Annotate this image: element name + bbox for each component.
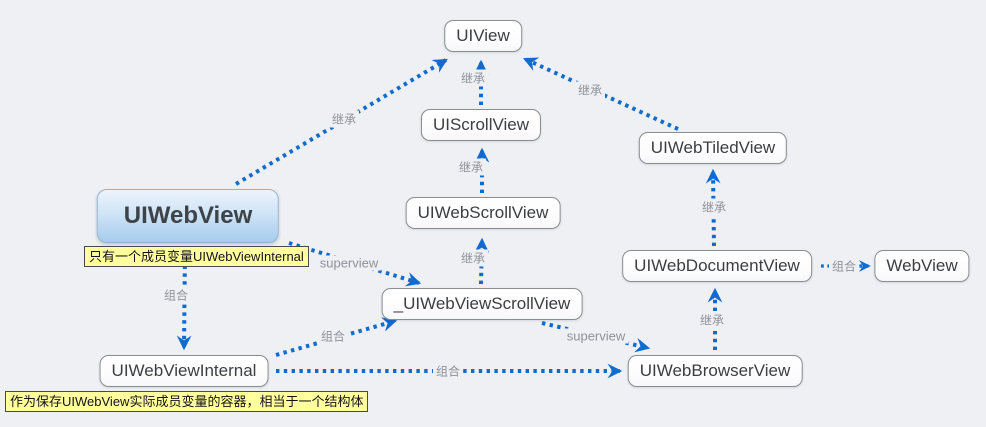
- edge-label-compose-uiwebviewinternal-uiwebviewscrollview: 组合: [317, 327, 349, 345]
- edge-label-inherit-uiwebviewscrollview-uiwebscrollview: 继承: [457, 249, 489, 267]
- edge-label-inherit-uiwebtiledview-uiview: 继承: [574, 81, 606, 99]
- node-uiwebtiledview[interactable]: UIWebTiledView: [638, 132, 788, 164]
- edge-compose-uiwebviewinternal-uiwebviewscrollview: [275, 317, 398, 357]
- edge-label-compose-uiwebdocumentview-webview: 组合: [828, 257, 860, 275]
- edge-label-superview-uiwebviewscrollview-uiwebbrowserview: superview: [563, 328, 629, 344]
- edge-inherit-uiwebview-uiview: [234, 58, 448, 186]
- node-uiview[interactable]: UIView: [444, 20, 522, 52]
- node-uiwebviewscrollview[interactable]: _UIWebViewScrollView: [381, 288, 583, 320]
- edge-label-inherit-uiwebbrowserview-uiwebdocumentview: 继承: [696, 311, 728, 329]
- node-uiwebbrowserview[interactable]: UIWebBrowserView: [627, 355, 803, 387]
- node-uiwebdocumentview[interactable]: UIWebDocumentView: [622, 250, 812, 282]
- note-uiwebview-member[interactable]: 只有一个成员变量UIWebViewInternal: [84, 246, 309, 267]
- edge-label-compose-uiwebview-uiwebviewinternal: 组合: [160, 286, 192, 304]
- edge-label-inherit-uiwebview-uiview: 继承: [328, 110, 360, 128]
- edge-label-superview-uiwebview-uiwebviewscrollview: superview: [316, 255, 382, 271]
- node-webview[interactable]: WebView: [874, 250, 970, 282]
- edge-label-inherit-uiwebscrollview-uiscrollview: 继承: [455, 158, 487, 176]
- node-uiwebviewinternal[interactable]: UIWebViewInternal: [99, 355, 269, 387]
- node-uiwebscrollview[interactable]: UIWebScrollView: [405, 197, 561, 229]
- edge-label-compose-uiwebviewinternal-uiwebbrowserview: 组合: [432, 362, 464, 380]
- node-uiwebview[interactable]: UIWebView: [96, 189, 280, 243]
- edge-superview-uiwebviewscrollview-uiwebbrowserview: [541, 321, 651, 353]
- edge-inherit-uiwebdocumentview-uiwebtiledview: [705, 168, 721, 247]
- node-uiscrollview[interactable]: UIScrollView: [420, 109, 542, 141]
- edge-label-inherit-uiwebdocumentview-uiwebtiledview: 继承: [698, 198, 730, 216]
- edge-label-inherit-uiscrollview-uiview: 继承: [457, 69, 489, 87]
- note-internal-container[interactable]: 作为保存UIWebView实际成员变量的容器，相当于一个结构体: [5, 391, 369, 412]
